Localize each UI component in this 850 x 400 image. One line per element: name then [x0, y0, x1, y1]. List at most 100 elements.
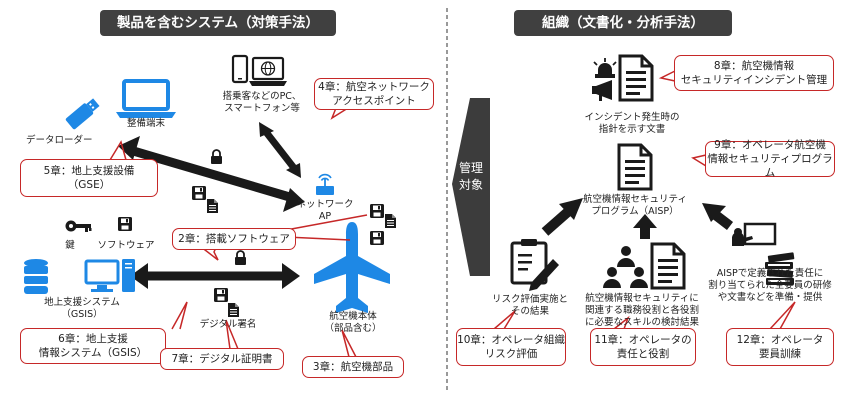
double-arrow-gse-ap	[118, 136, 305, 212]
lock-icon	[210, 149, 223, 165]
aircraft-label-line1: 航空機本体	[329, 311, 377, 322]
aircraft-label: 航空機本体 （部品含む）	[324, 311, 381, 335]
training-label-line3: や文書などを準備・提供	[717, 292, 823, 303]
header-right: 組織（文書化・分析手法）	[514, 10, 732, 36]
callout-ch6-line2: 情報システム（GSIS）	[38, 347, 148, 359]
callout-ch11-line1: 11章：オペレータの	[594, 334, 692, 346]
callout-ch8-line2: セキュリティインシデント管理	[680, 74, 828, 86]
roles-label-line2: 関連する職務役割と各役割	[584, 305, 700, 316]
desktop-computer-icon	[84, 259, 135, 292]
gsis-label-line1: 地上支援システム	[44, 297, 120, 308]
callout-ch7: 7章：デジタル証明書	[160, 348, 284, 370]
network-ap-label-line1: ネットワーク	[296, 199, 354, 210]
incident-doc-label-line1: インシデント発生時の	[584, 112, 680, 123]
key-label: 鍵	[65, 240, 75, 251]
document-icon	[618, 54, 654, 102]
document-icon	[228, 303, 239, 317]
books-icon	[765, 252, 795, 285]
callout-ch12: 12章：オペレータ 要員訓練	[726, 328, 834, 366]
document-icon	[650, 242, 686, 290]
network-ap-icon	[316, 173, 334, 195]
usb-drive-icon	[65, 98, 100, 130]
aisp-label-line1: 航空機情報セキュリティ	[583, 194, 687, 205]
management-target-line1: 管理	[458, 161, 483, 175]
callout-ch10-line2: リスク評価	[484, 348, 538, 360]
document-icon	[617, 143, 653, 191]
floppy-disk-icon	[370, 231, 384, 245]
software-label: ソフトウェア	[97, 240, 155, 251]
floppy-disk-icon	[192, 186, 206, 200]
callout-ch4-line1: 4章：航空ネットワーク	[318, 81, 430, 93]
phone-pc-label-line2: スマートフォン等	[224, 103, 300, 114]
training-label: AISPで定義された責任に 割り当てられた全要員の研修 や文書などを準備・提供	[708, 268, 832, 304]
callout-ch5-line2: （GSE）	[67, 179, 111, 191]
callout-ch6: 6章：地上支援 情報システム（GSIS）	[20, 328, 166, 364]
callout-ch8-line1: 8章：航空機情報	[713, 60, 795, 72]
training-label-line2: 割り当てられた全要員の研修	[708, 280, 832, 291]
people-icon	[603, 246, 648, 288]
phone-pc-label: 搭乗客などのPC、 スマートフォン等	[223, 91, 302, 115]
aisp-label-line2: プログラム（AISP）	[591, 206, 679, 217]
arrow-roles-to-aisp	[633, 214, 657, 239]
training-label-line1: AISPで定義された責任に	[716, 268, 824, 279]
callout-leaders-right	[493, 70, 796, 330]
megaphone-icon	[592, 80, 612, 101]
callout-ch11-line2: 責任と役割	[616, 348, 670, 360]
callout-ch2: 2章：搭載ソフトウェア	[172, 228, 296, 250]
pc-monitor-icon	[249, 56, 287, 86]
floppy-disk-icon	[214, 288, 228, 302]
double-arrow-pax-ap	[259, 122, 301, 178]
management-target-line2: 対象	[458, 178, 483, 192]
signature-label: デジタル署名	[199, 319, 257, 330]
callout-ch10-line1: 10章：オペレータ組織	[457, 334, 565, 346]
roles-label-line1: 航空機情報セキュリティに	[585, 293, 699, 304]
management-target-label: 管理 対象	[452, 160, 490, 194]
arrow-risk-to-aisp	[541, 198, 583, 236]
document-icon	[385, 214, 396, 228]
arrow-training-to-aisp	[702, 203, 734, 230]
phone-pc-label-line1: 搭乗客などのPC、	[222, 91, 302, 102]
callout-ch8: 8章：航空機情報 セキュリティインシデント管理	[674, 55, 834, 91]
key-icon	[65, 220, 92, 232]
network-ap-label: ネットワーク AP	[296, 199, 353, 223]
risk-eval-label-line2: その結果	[510, 306, 550, 317]
presenter-board-icon	[732, 222, 777, 246]
callout-ch6-line1: 6章：地上支援	[58, 333, 128, 345]
laptop-label: 整備端末	[126, 118, 166, 129]
alarm-light-icon	[593, 58, 617, 78]
callout-ch12-line1: 12章：オペレータ	[736, 334, 824, 346]
callout-ch5-line1: 5章：地上支援設備	[43, 165, 135, 177]
incident-doc-label-line2: 指針を示す文書	[598, 124, 666, 135]
management-arrow-icon	[452, 98, 490, 276]
floppy-disk-icon	[370, 204, 384, 218]
callout-ch3: 3章：航空機部品	[302, 356, 404, 378]
airplane-icon	[314, 222, 390, 313]
risk-eval-label-line1: リスク評価実施と	[491, 294, 569, 305]
database-icon	[24, 259, 48, 294]
callout-ch11: 11章：オペレータの 責任と役割	[590, 328, 696, 366]
callout-ch10: 10章：オペレータ組織 リスク評価	[456, 328, 566, 366]
phone-icon	[231, 54, 249, 84]
double-arrow-gsis-aircraft	[130, 263, 300, 289]
callout-ch9: 9章：オペレータ航空機 情報セキュリティプログラム	[705, 139, 835, 179]
gsis-label-line2: （GSIS）	[61, 309, 103, 320]
laptop-icon	[116, 79, 176, 118]
clipboard-pencil-icon	[510, 239, 559, 291]
aircraft-label-line2: （部品含む）	[324, 323, 382, 334]
data-loader-label: データローダー	[26, 135, 93, 146]
callout-ch12-line2: 要員訓練	[759, 348, 801, 360]
callout-ch4: 4章：航空ネットワーク アクセスポイント	[314, 78, 434, 110]
callout-ch9-line1: 9章：オペレータ航空機	[714, 139, 826, 151]
callout-ch9-line2: 情報セキュリティプログラム	[707, 153, 833, 179]
callout-ch5: 5章：地上支援設備 （GSE）	[20, 159, 158, 197]
callout-ch4-line2: アクセスポイント	[332, 95, 416, 107]
gsis-label: 地上支援システム （GSIS）	[44, 297, 120, 321]
risk-eval-label: リスク評価実施と その結果	[492, 294, 568, 318]
header-left: 製品を含むシステム（対策手法）	[100, 10, 336, 36]
floppy-disk-icon	[118, 217, 132, 231]
roles-label: 航空機情報セキュリティに 関連する職務役割と各役割 に必要なスキルの検討結果	[585, 293, 699, 329]
document-icon	[207, 199, 218, 213]
incident-doc-label: インシデント発生時の 指針を示す文書	[584, 112, 679, 136]
